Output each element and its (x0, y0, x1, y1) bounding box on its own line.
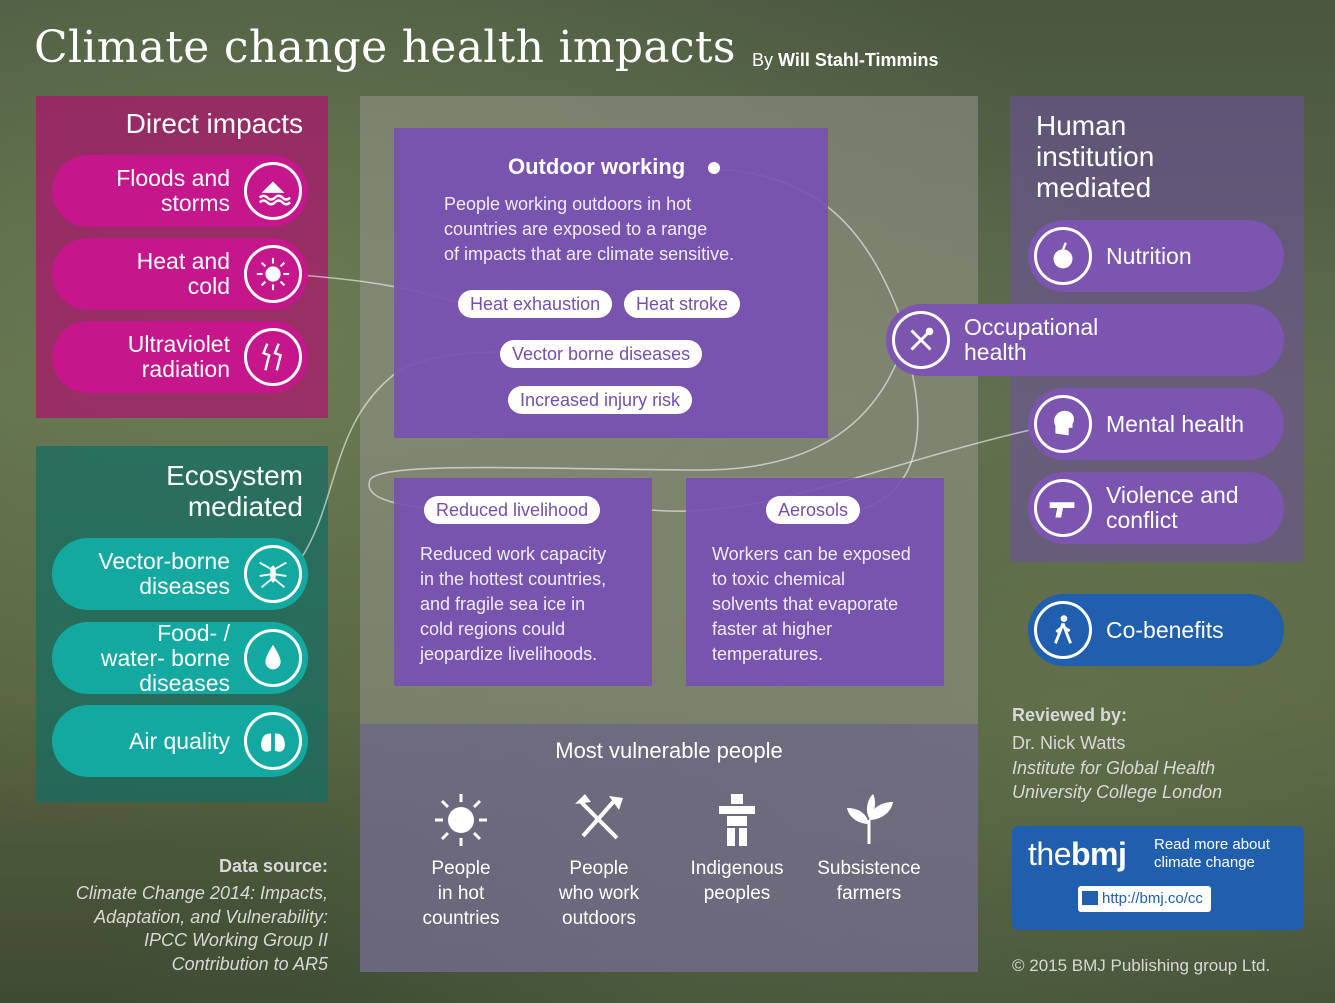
page-title: Climate change health impacts (34, 22, 736, 73)
tools-icon (575, 794, 623, 840)
inukshuk-icon (719, 794, 755, 846)
pill-label: Co-benefits (1106, 616, 1224, 643)
vulnerable-people-panel (360, 724, 978, 972)
pill-air-quality[interactable]: Air quality (52, 705, 308, 777)
walking-person-icon (1034, 601, 1092, 659)
tag-increased-injury-risk[interactable]: Increased injury risk (508, 386, 693, 414)
reviewer-name: Dr. Nick Watts (1012, 733, 1126, 753)
tag-aerosols[interactable]: Aerosols (766, 496, 861, 524)
flood-icon (244, 162, 302, 220)
mosquito-icon (244, 545, 302, 603)
link-icon (1082, 891, 1098, 905)
pill-mental-health[interactable]: Mental health (1028, 388, 1284, 460)
water-drop-icon (244, 629, 302, 687)
byline-prefix: By (752, 50, 774, 70)
byline: By Will Stahl-Timmins (752, 50, 939, 71)
pill-label: Nutrition (1106, 242, 1192, 269)
data-source-citation: Climate Change 2014: Impacts,Adaptation,… (75, 883, 328, 974)
bmj-logo: thebmj (1028, 836, 1127, 872)
byline-author: Will Stahl-Timmins (778, 50, 939, 70)
tag-heat-stroke[interactable]: Heat stroke (624, 290, 741, 318)
data-source-label: Data source: (218, 856, 328, 876)
tag-vector-borne-diseases[interactable]: Vector borne diseases (500, 340, 703, 368)
sun-icon (435, 794, 487, 846)
copyright: © 2015 BMJ Publishing group Ltd. (1012, 956, 1271, 975)
tag-reduced-livelihood[interactable]: Reduced livelihood (424, 496, 601, 524)
bmj-link[interactable]: http://bmj.co/cc (1078, 886, 1211, 912)
sun-icon (244, 245, 302, 303)
outdoor-working-title: Outdoor working (508, 154, 686, 179)
tools-icon (892, 311, 950, 369)
head-icon (1034, 395, 1092, 453)
pill-label: Mental health (1106, 410, 1245, 437)
lungs-icon (244, 712, 302, 770)
outdoor-working-box: Outdoor working People working outdoors … (394, 128, 828, 438)
pill-nutrition[interactable]: Nutrition (1028, 220, 1284, 292)
gun-icon (1034, 479, 1092, 537)
apple-icon (1034, 227, 1092, 285)
reviewed-by-label: Reviewed by: (1012, 705, 1128, 725)
uv-radiation-icon (244, 328, 302, 386)
connector-dot (708, 162, 720, 174)
reduced-livelihood-box: Reduced livelihood Reduced work capacity… (394, 478, 652, 686)
plant-icon (847, 794, 893, 844)
direct-impacts-heading: Direct impacts (125, 108, 303, 139)
pill-co-benefits[interactable]: Co-benefits (1028, 594, 1284, 666)
vulnerable-people-title: Most vulnerable people (555, 738, 783, 763)
pill-label: Air quality (129, 727, 230, 754)
tag-heat-exhaustion[interactable]: Heat exhaustion (458, 290, 613, 318)
